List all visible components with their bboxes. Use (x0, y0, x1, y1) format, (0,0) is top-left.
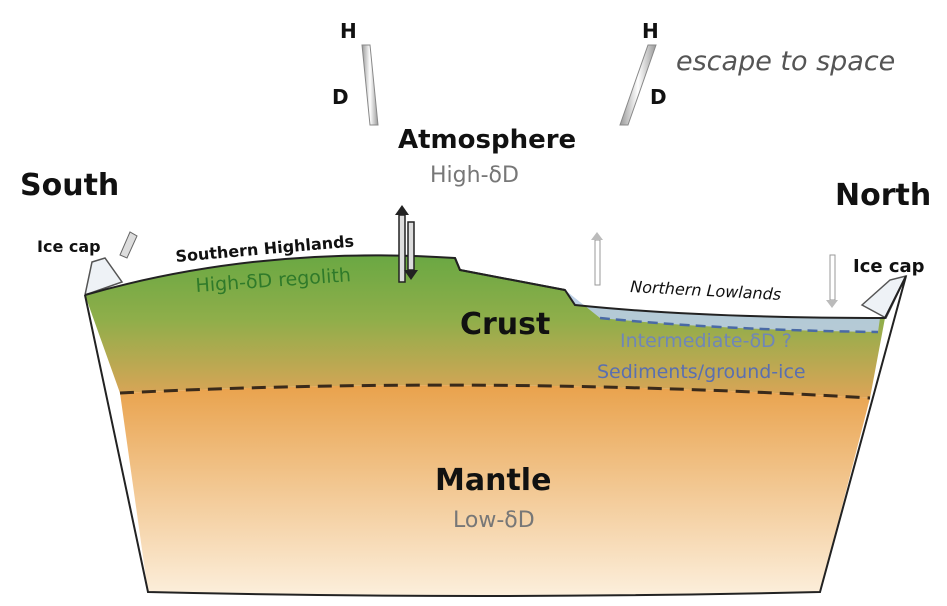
label-atmosphere: Atmosphere (398, 125, 576, 155)
crust-layer (85, 255, 885, 398)
south-ice-cap (83, 257, 124, 297)
escape-arrow-right-icon (619, 44, 657, 126)
label-ice-cap-north: Ice cap (853, 256, 925, 277)
label-mantle-sub: Low-δD (453, 508, 535, 533)
label-north: North (835, 178, 931, 213)
mantle-layer (120, 385, 870, 596)
label-northern-lowlands: Northern Lowlands (630, 277, 782, 304)
label-d-right: D (650, 85, 667, 109)
label-ice-cap-south: Ice cap (37, 237, 101, 256)
label-crust: Crust (460, 307, 550, 342)
escape-arrow-left-icon (361, 44, 379, 126)
label-south: South (20, 168, 119, 203)
label-intermediate: Intermediate-δD ? (620, 330, 792, 352)
label-atmosphere-sub: High-δD (430, 163, 519, 188)
exchange-arrows-lowlands-icon (591, 232, 838, 308)
cross-section-outline (84, 254, 907, 597)
ground-ice-dashes (599, 316, 879, 334)
exchange-arrows-highlands-icon (395, 205, 418, 283)
label-sediments: Sediments/ground-ice (597, 361, 806, 383)
crust-mantle-boundary (119, 383, 871, 400)
label-h-left: H (340, 19, 357, 43)
label-escape-to-space: escape to space (676, 46, 895, 77)
label-h-right: H (642, 19, 659, 43)
northern-lowlands-ice (565, 290, 880, 332)
label-d-left: D (332, 85, 349, 109)
exchange-arrows-south-cap-icon (119, 231, 138, 259)
lowlands-step (454, 257, 566, 291)
label-mantle: Mantle (435, 463, 551, 498)
